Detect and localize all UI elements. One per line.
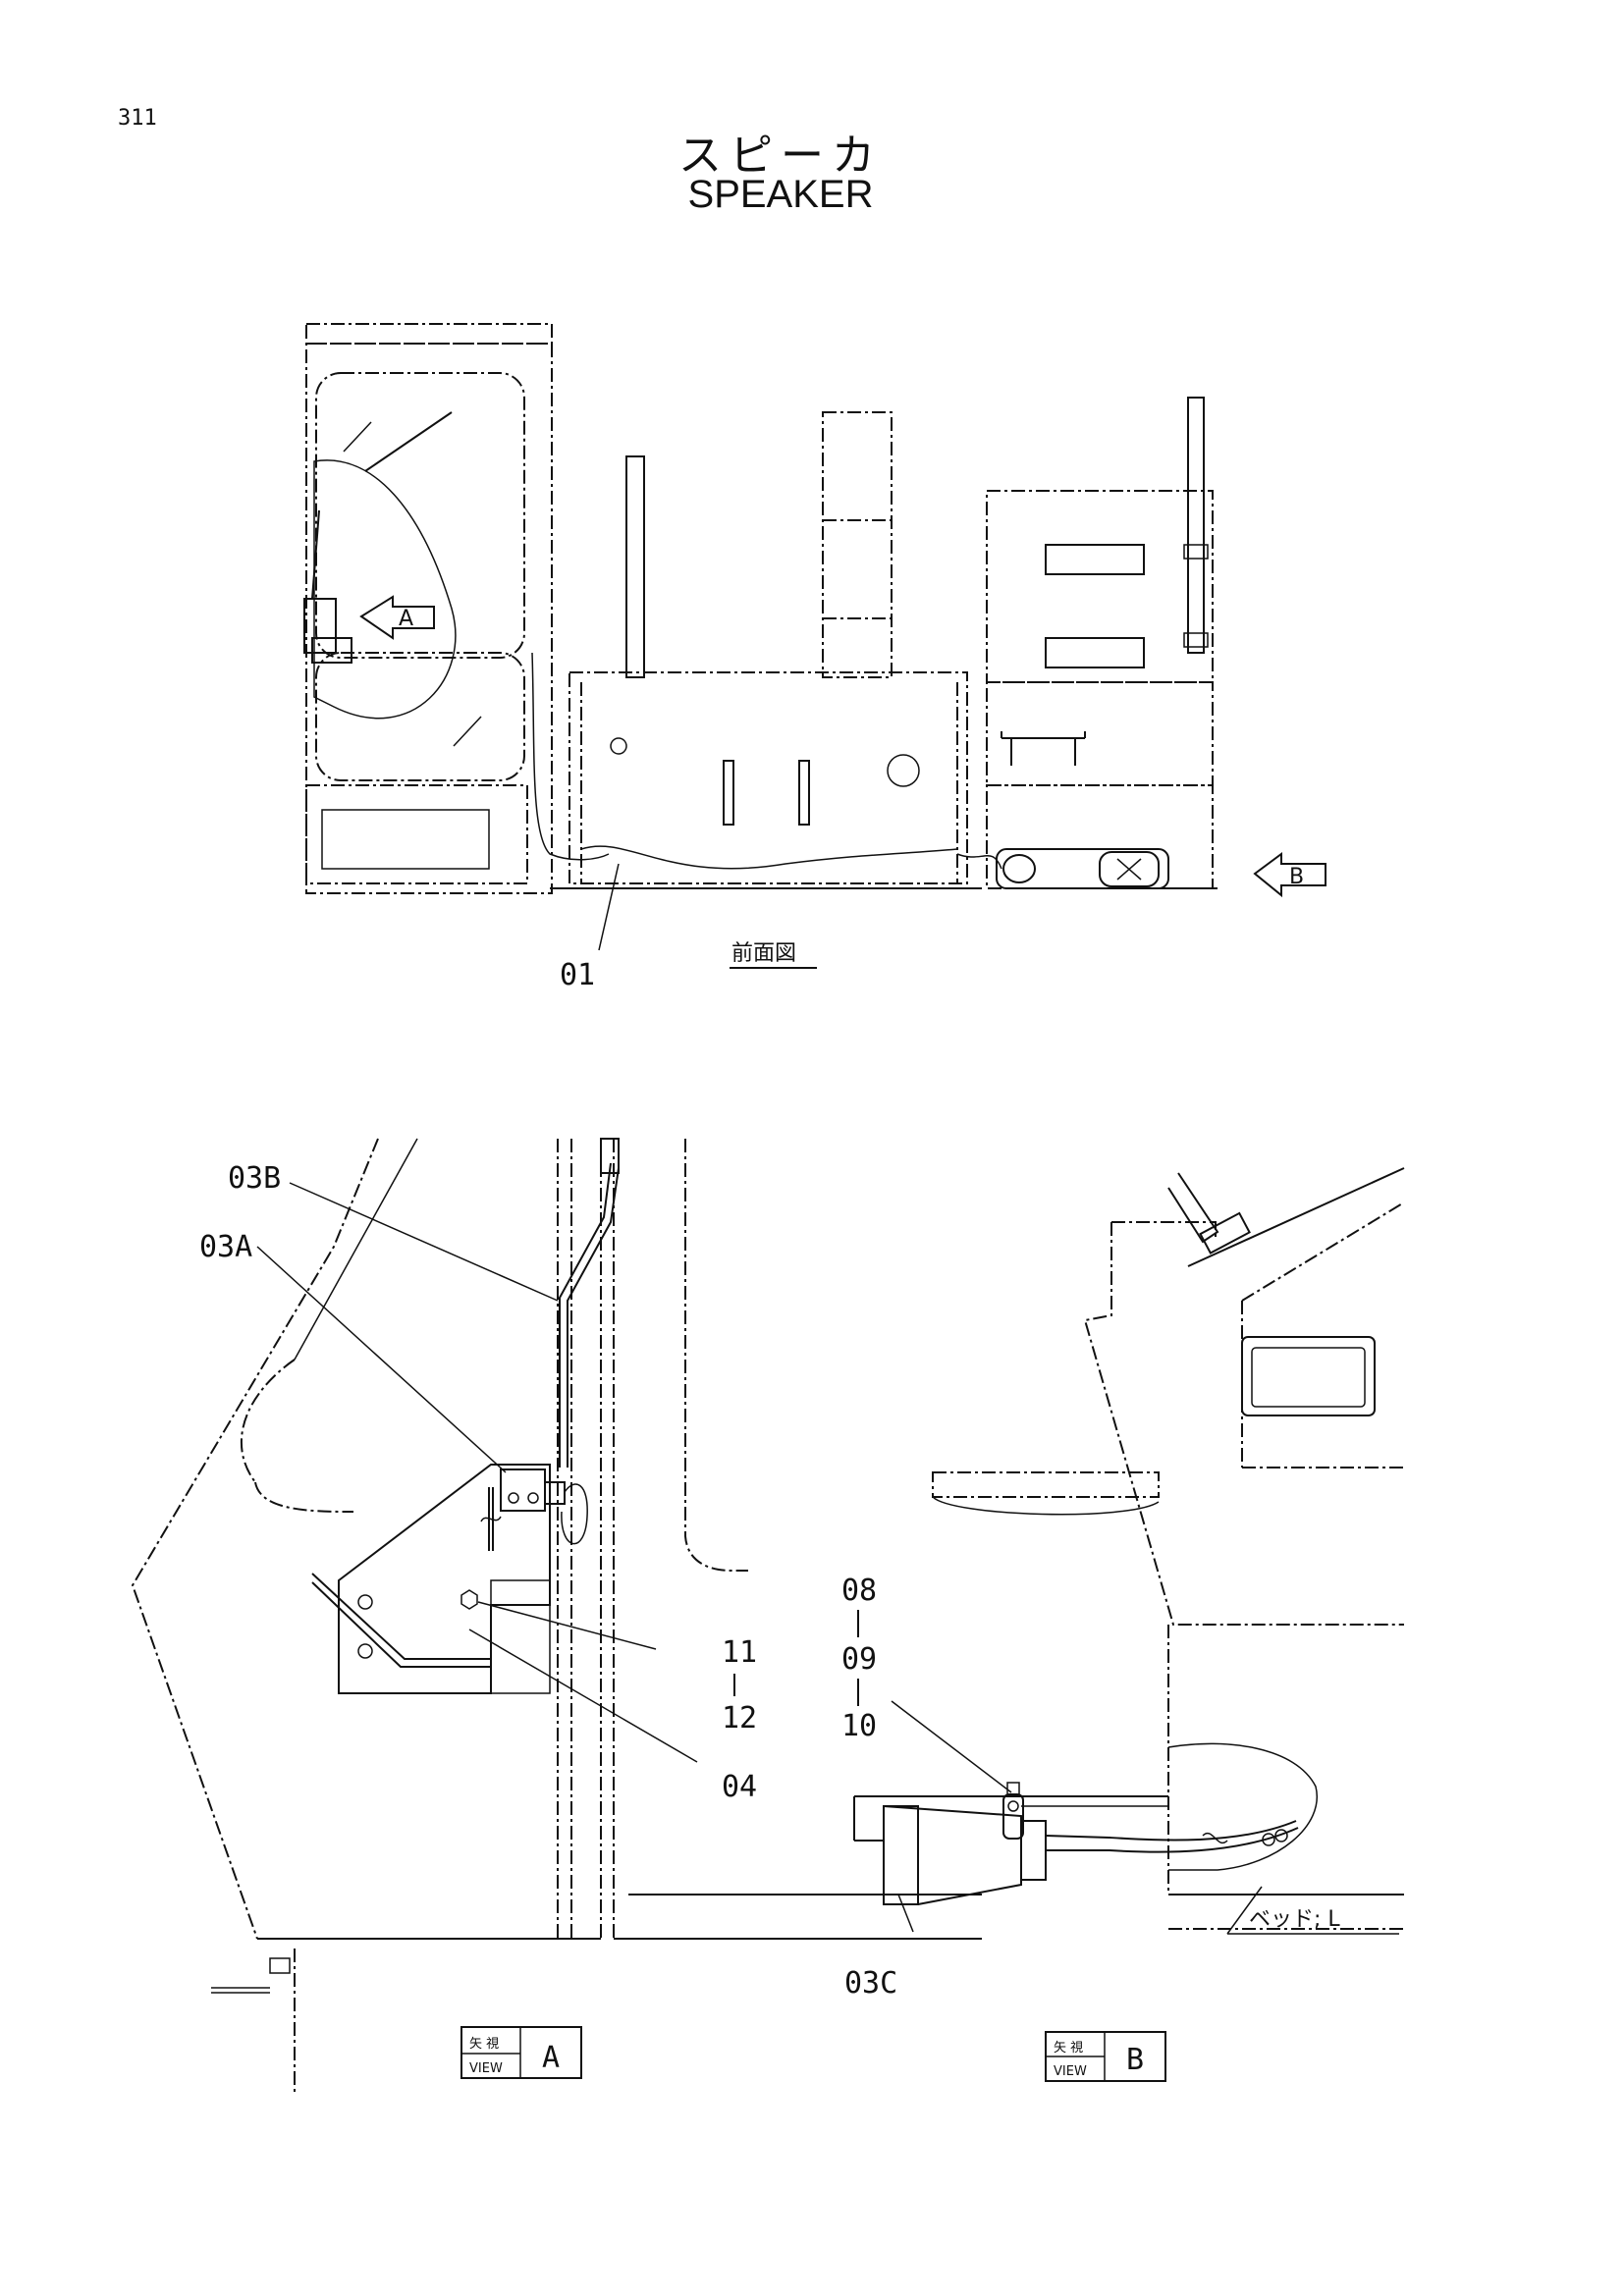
label-03a: 03A (199, 1230, 252, 1264)
label-04: 04 (722, 1770, 757, 1804)
view-b-letter: B (1126, 2043, 1144, 2077)
view-b-arrow-label: B (1289, 865, 1304, 889)
front-speaker-mount (996, 848, 1169, 889)
view-b-arrow: B (1253, 852, 1326, 898)
label-10: 10 (841, 1709, 877, 1743)
front-harness (531, 652, 1002, 870)
view-b-detail: 08 09 10 03C ベッド; L 矢 視 VIEW B (841, 1167, 1405, 2082)
gooseneck-03b (559, 1162, 612, 1468)
label-08: 08 (841, 1574, 877, 1608)
label-12: 12 (722, 1701, 757, 1735)
label-01: 01 (560, 958, 595, 992)
speaker-mount-03a (500, 1468, 546, 1512)
view-b-en: VIEW (1054, 2064, 1087, 2079)
label-bed-l: ベッド; L (1249, 1907, 1340, 1932)
right-body (986, 397, 1218, 889)
label-03c: 03C (844, 1966, 897, 2001)
page-number: 311 (118, 106, 157, 131)
horn-speaker-03c (883, 1782, 1299, 1905)
view-a-detail: 03B 03A 11 12 04 矢 視 VIEW A (131, 1138, 982, 2096)
view-b-box: 矢 視 VIEW B (1045, 2031, 1166, 2082)
title-japanese: スピーカ (678, 131, 883, 181)
view-b-jp: 矢 視 (1054, 2041, 1083, 2056)
label-11: 11 (722, 1635, 757, 1670)
title-english: SPEAKER (687, 173, 874, 216)
view-a-arrow: A (359, 595, 435, 640)
front-view-caption: 前面図 (731, 941, 796, 966)
bolt-11 (460, 1589, 478, 1610)
label-09: 09 (841, 1642, 877, 1677)
view-a-en: VIEW (469, 2061, 503, 2076)
microphone-03b (600, 1138, 620, 1174)
view-a-box: 矢 視 VIEW A (460, 2026, 582, 2079)
label-03b: 03B (228, 1161, 281, 1196)
front-bracket (303, 598, 337, 654)
view-a-letter: A (542, 2041, 560, 2075)
center-body (550, 411, 982, 889)
cab (303, 323, 553, 894)
view-a-arrow-label: A (399, 607, 413, 631)
front-speaker (1099, 851, 1160, 887)
bracket-04 (338, 1464, 551, 1694)
front-view: A (303, 323, 1326, 992)
view-a-jp: 矢 視 (469, 2037, 499, 2052)
